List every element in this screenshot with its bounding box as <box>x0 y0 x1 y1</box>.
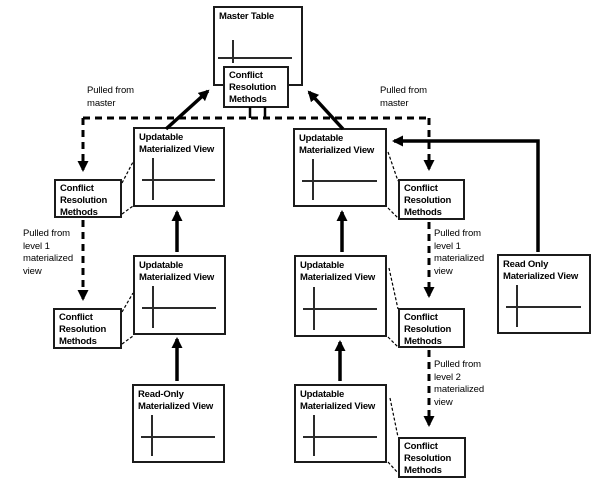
leader-crm-right-3-top <box>389 397 399 438</box>
updatable-mv-label: Updatable Materialized View <box>299 133 375 156</box>
leader-crm-right-2-top <box>388 267 399 310</box>
leader-crm-left-2-top <box>121 292 134 313</box>
conflict-resolution-label: Conflict Resolution Methods <box>404 183 452 218</box>
table-icon <box>295 130 385 205</box>
node-updatable-mv-center-2: Updatable Materialized View <box>294 255 387 337</box>
node-conflict-resolution-right-2: Conflict Resolution Methods <box>398 308 465 348</box>
node-conflict-resolution-left-2: Conflict Resolution Methods <box>53 308 122 349</box>
table-icon <box>499 256 589 332</box>
leader-crm-left-1-top <box>121 161 134 184</box>
label-pulled-from-master-right: Pulled from master <box>380 85 427 109</box>
label-pulled-from-level1-right: Pulled from level 1 materialized view <box>434 228 485 277</box>
arrow-umv-right-1-to-master <box>307 90 345 131</box>
table-icon <box>135 129 223 205</box>
label-pulled-from-level2-right: Pulled from level 2 materialized view <box>434 359 485 408</box>
node-read-only-mv-right: Read Only Materialized View <box>497 254 591 334</box>
node-conflict-resolution-right-1: Conflict Resolution Methods <box>398 179 465 220</box>
table-icon <box>134 386 223 461</box>
leader-crm-right-2-bottom <box>387 336 399 348</box>
master-table-label: Master Table <box>219 11 274 22</box>
leader-crm-right-3-bottom <box>387 461 399 474</box>
leader-crm-left-1-bottom <box>121 205 134 215</box>
conflict-resolution-label: Conflict Resolution Methods <box>404 441 452 476</box>
node-conflict-resolution-right-3: Conflict Resolution Methods <box>398 437 466 478</box>
label-pulled-from-level1-left: Pulled from level 1 materialized view <box>23 228 74 277</box>
node-read-only-mv-left: Read-Only Materialized View <box>132 384 225 463</box>
table-icon <box>135 257 224 333</box>
read-only-mv-label: Read-Only Materialized View <box>138 389 214 412</box>
node-updatable-mv-left-1: Updatable Materialized View <box>133 127 225 207</box>
node-updatable-mv-left-2: Updatable Materialized View <box>133 255 226 335</box>
updatable-mv-label: Updatable Materialized View <box>139 132 215 155</box>
node-master-conflict-resolution: Conflict Resolution Methods <box>223 66 289 108</box>
conflict-resolution-label: Conflict Resolution Methods <box>60 183 108 218</box>
table-icon <box>215 8 301 84</box>
leader-crm-left-2-bottom <box>121 335 134 345</box>
table-icon <box>296 257 385 335</box>
updatable-mv-label: Updatable Materialized View <box>139 260 215 283</box>
conflict-resolution-label: Conflict Resolution Methods <box>404 312 452 347</box>
label-pulled-from-master-left: Pulled from master <box>87 85 134 109</box>
node-updatable-mv-center-3: Updatable Materialized View <box>294 384 387 463</box>
node-conflict-resolution-left-1: Conflict Resolution Methods <box>54 179 122 218</box>
node-updatable-mv-right-1: Updatable Materialized View <box>293 128 387 207</box>
conflict-resolution-label: Conflict Resolution Methods <box>59 312 107 347</box>
leader-crm-right-1-bottom <box>387 207 399 219</box>
conflict-resolution-label: Conflict Resolution Methods <box>229 70 277 105</box>
read-only-mv-label: Read Only Materialized View <box>503 259 579 282</box>
leader-crm-right-1-top <box>387 151 399 182</box>
updatable-mv-label: Updatable Materialized View <box>300 389 376 412</box>
arrow-umv-left-1-to-master <box>164 89 210 131</box>
updatable-mv-label: Updatable Materialized View <box>300 260 376 283</box>
table-icon <box>296 386 385 461</box>
